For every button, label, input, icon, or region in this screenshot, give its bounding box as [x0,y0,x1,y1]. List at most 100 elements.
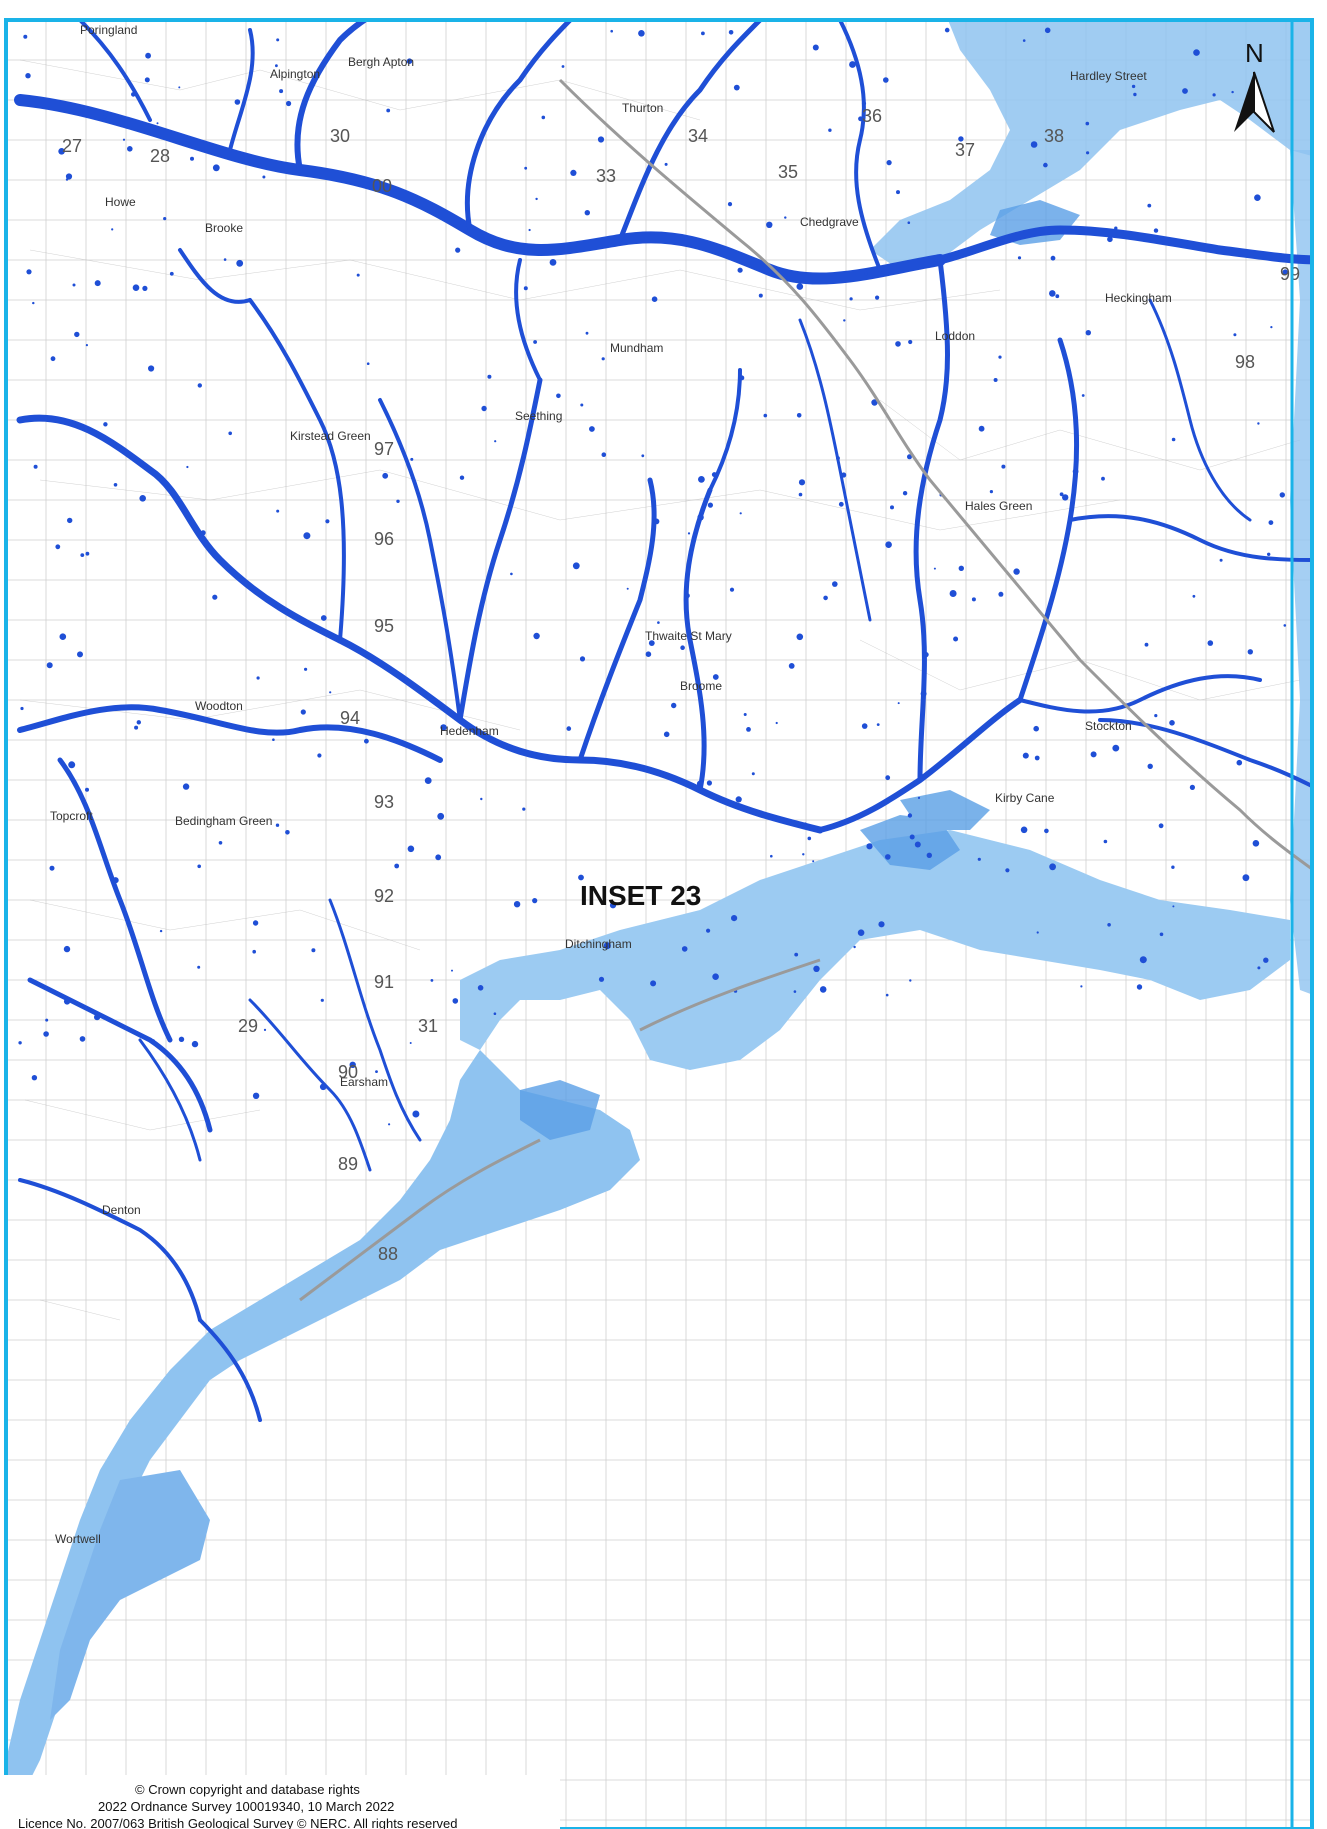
pond [113,483,118,487]
pond [136,720,141,725]
grid-number: 96 [374,529,394,549]
pond [33,464,38,469]
pond [885,993,889,997]
pond [650,980,657,987]
pond [671,702,677,709]
pond [895,341,901,347]
pond [1153,228,1159,233]
pond [1103,839,1108,844]
pond [67,517,73,524]
pond [727,202,733,207]
place-label: Bergh Apton [348,55,414,69]
pond [406,58,413,64]
pond [156,122,159,125]
pond [1257,422,1260,425]
pond [933,567,936,570]
pond [641,454,645,458]
pond [197,864,201,869]
pond [276,38,280,42]
pond [556,393,561,399]
place-label: Poringland [80,23,137,37]
pond [1107,923,1111,927]
pond [178,86,181,89]
pond [236,259,244,267]
pond [549,259,557,266]
pond [657,621,660,624]
pond [320,998,324,1002]
place-label: Seething [515,409,562,423]
pond [523,286,528,291]
pond [178,1036,185,1043]
pond [589,426,595,432]
place-label: Alpington [270,67,320,81]
pond [1050,255,1056,261]
pond [510,572,513,576]
pond [684,593,690,599]
pond [388,1123,391,1126]
pond [796,633,804,641]
pond [1001,464,1006,469]
pond [585,331,589,335]
pond [908,339,913,345]
pond [570,169,577,176]
pond [487,374,492,379]
place-label: Wortwell [55,1532,101,1546]
pond [609,902,617,909]
pond [256,676,260,680]
pond [971,597,976,602]
pond [396,499,400,503]
grid-number: 28 [150,146,170,166]
pond [1090,751,1097,758]
pond [26,269,32,275]
pond [920,690,927,697]
pond [49,865,55,871]
grid-number: 98 [1235,352,1255,372]
pond [875,295,880,300]
pond [812,860,815,863]
pond [584,210,590,216]
pond [480,797,483,801]
grid-number: 93 [374,792,394,812]
pond [522,807,526,811]
pond [878,921,885,928]
pond [1072,468,1079,475]
pond [32,301,35,305]
pond [223,258,227,261]
map-frame [4,18,1314,1829]
pond [1055,294,1060,299]
pond [701,31,705,36]
pond [541,115,546,120]
pond [212,164,220,172]
pond [325,519,330,524]
pond [1086,151,1090,155]
pond [603,942,611,950]
pond [1279,492,1286,498]
pond [746,727,751,732]
grid-number: 35 [778,162,798,182]
pond [1283,624,1287,627]
place-label: Kirby Cane [995,791,1055,805]
pond [1085,330,1092,336]
pond [139,495,146,502]
pond [949,590,957,597]
place-label: Thwaite St Mary [645,629,732,643]
pond [300,709,306,715]
pond [885,775,891,781]
pond [853,945,856,949]
pond [252,920,259,926]
pond [729,587,735,592]
pond [1263,957,1269,963]
pond [410,457,414,461]
pond [598,976,605,982]
pond [275,823,280,827]
copyright-backing [0,1775,560,1829]
pond [977,857,981,861]
pond [712,674,719,680]
pond [262,175,266,179]
pond [978,425,985,432]
pond [430,979,434,982]
pond [317,753,322,758]
pond [857,140,861,144]
pond [131,92,136,97]
